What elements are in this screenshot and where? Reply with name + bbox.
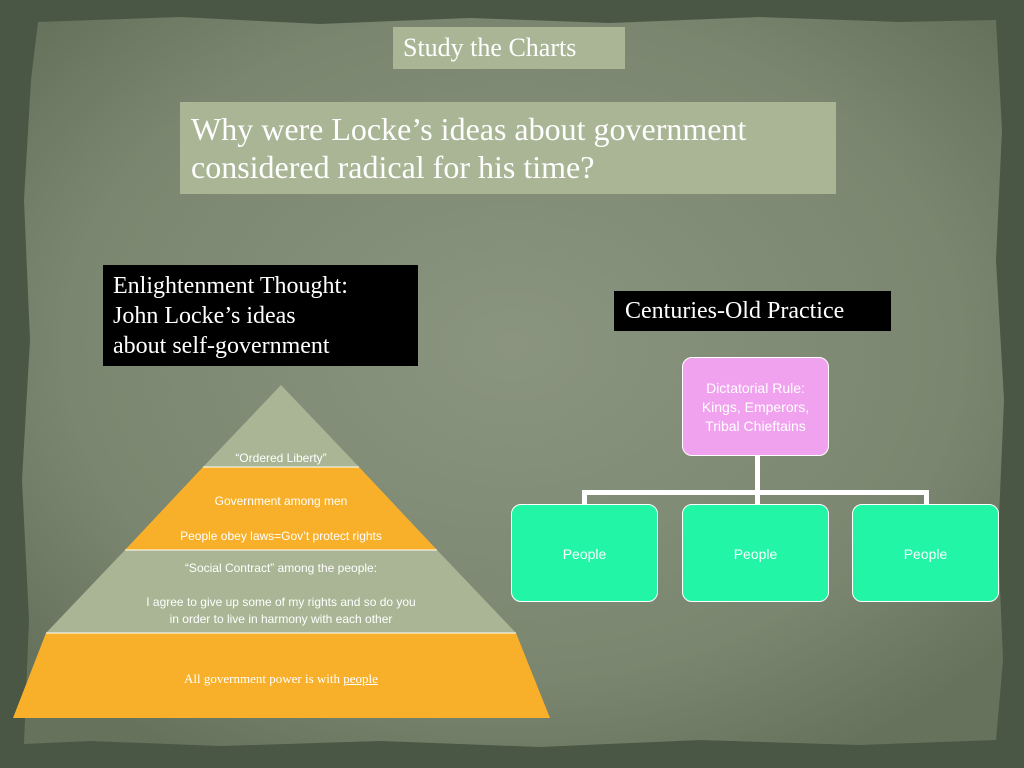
connector-drop-middle <box>755 490 760 504</box>
people-node-3: People <box>852 504 999 602</box>
locke-heading-line-3: about self-government <box>113 333 330 359</box>
pyramid-tier-2-label-2: People obey laws=Gov’t protect rights <box>180 529 382 543</box>
people-node-1: People <box>511 504 658 602</box>
slide-title: Study the Charts <box>393 27 625 69</box>
pyramid-tier-3-label-1: “Social Contract” among the people: <box>184 561 378 575</box>
pyramid-tier-2 <box>125 467 437 550</box>
pyramid-tier-1 <box>203 385 359 467</box>
connector-vertical-top <box>755 456 760 493</box>
people-node-2: People <box>682 504 829 602</box>
locke-heading-line-2: John Locke’s ideas <box>113 303 296 329</box>
pyramid-tier-4 <box>13 633 550 718</box>
locke-chart-heading: Enlightenment Thought: John Locke’s idea… <box>103 265 418 366</box>
question-box: Why were Locke’s ideas about government … <box>180 102 836 194</box>
pyramid-tier-3-label-3: in order to live in harmony with each ot… <box>169 612 393 626</box>
pyramid-tier-3-label-2: I agree to give up some of my rights and… <box>146 595 416 609</box>
pyramid-tier-4-emphasis: people <box>343 671 378 686</box>
ruler-line-3: Tribal Chieftains <box>705 418 806 434</box>
ruler-line-1: Dictatorial Rule: <box>706 380 805 396</box>
ruler-line-2: Kings, Emperors, <box>701 399 810 415</box>
ruler-node: Dictatorial Rule: Kings, Emperors, Triba… <box>682 357 829 456</box>
connector-drop-left <box>582 490 587 504</box>
locke-heading-line-1: Enlightenment Thought: <box>113 273 348 299</box>
question-line-1: Why were Locke’s ideas about government <box>191 111 747 147</box>
pyramid-tier-1-label: “Ordered Liberty” <box>235 451 327 465</box>
connector-drop-right <box>924 490 929 504</box>
pyramid-tier-4-prefix: All government power is with <box>184 671 344 686</box>
pyramid-tier-4-label: All government power is with people <box>81 671 481 687</box>
question-line-2: considered radical for his time? <box>191 149 595 185</box>
pyramid-tier-3 <box>46 550 516 633</box>
pyramid-tier-2-label-1: Government among men <box>214 494 348 508</box>
practice-chart-heading: Centuries-Old Practice <box>614 291 891 331</box>
